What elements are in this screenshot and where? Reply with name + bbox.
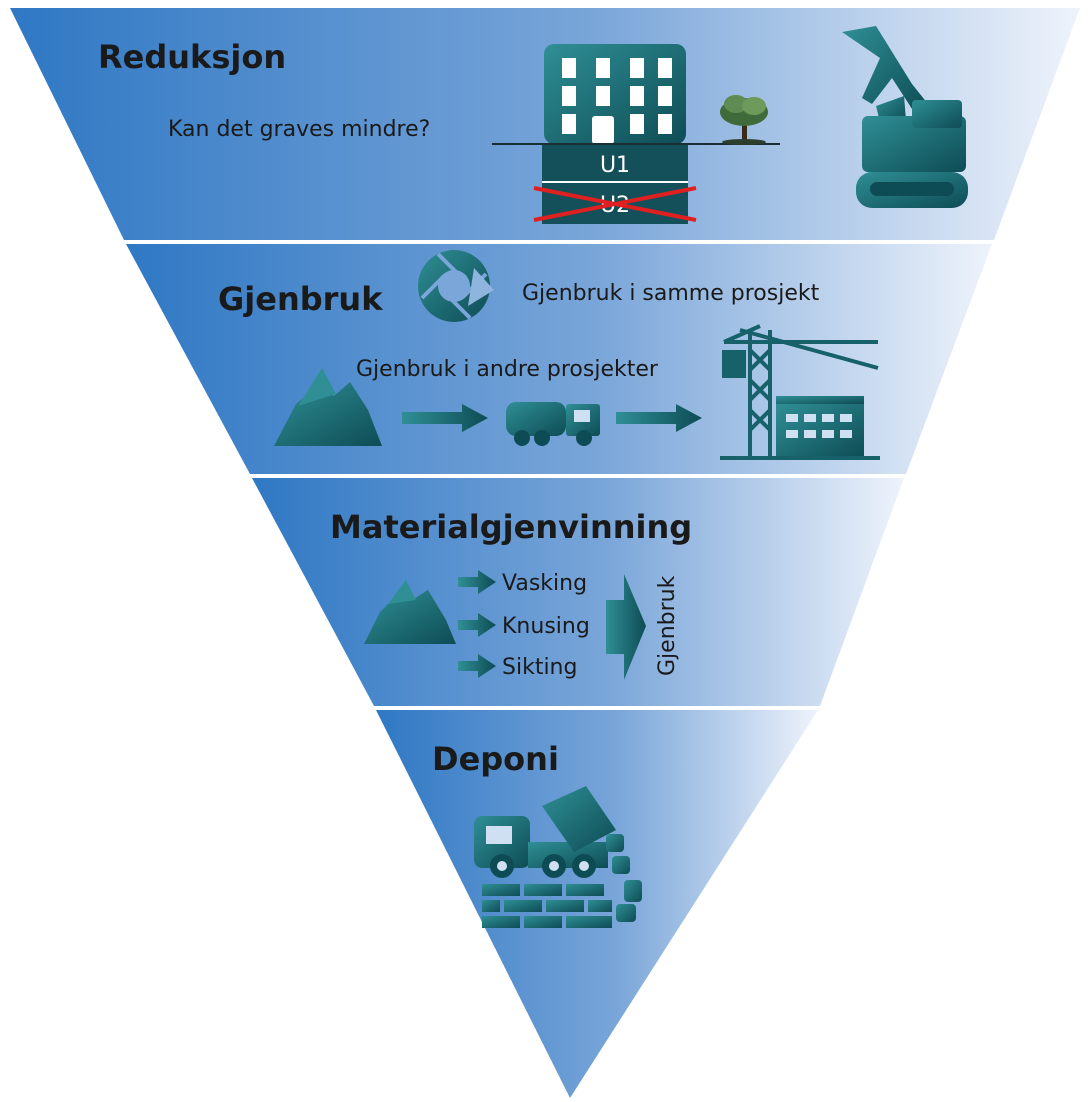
materialgjenvinning-title: Materialgjenvinning bbox=[330, 508, 692, 546]
arrow-icon bbox=[458, 570, 496, 678]
arrow-icon bbox=[616, 404, 702, 432]
crane-icon bbox=[722, 324, 879, 458]
arrow-icon bbox=[402, 404, 488, 432]
reduksjon-question: Kan det graves mindre? bbox=[168, 117, 430, 142]
gjenbruk-other-projects-label: Gjenbruk i andre prosjekter bbox=[356, 357, 659, 382]
process-step-vasking: Vasking bbox=[502, 571, 587, 596]
building-under-construction-icon bbox=[720, 396, 880, 460]
rock-pile-icon bbox=[274, 368, 382, 446]
big-arrow-icon bbox=[606, 574, 646, 680]
truck-icon bbox=[506, 402, 600, 446]
falling-blocks-icon bbox=[606, 834, 642, 922]
process-step-sikting: Sikting bbox=[502, 655, 577, 680]
rock-pile-icon bbox=[364, 580, 456, 644]
deponi-title: Deponi bbox=[432, 740, 559, 778]
basement-u1-label: U1 bbox=[600, 153, 630, 178]
recycle-icon bbox=[418, 250, 494, 322]
brick-wall-icon bbox=[482, 884, 612, 928]
cross-out-icon bbox=[533, 186, 697, 222]
tree-icon bbox=[720, 95, 768, 145]
dump-truck-icon bbox=[474, 786, 616, 878]
gjenbruk-title: Gjenbruk bbox=[218, 280, 383, 318]
gjenbruk-result-label: Gjenbruk bbox=[655, 575, 680, 676]
excavator-icon bbox=[842, 26, 968, 208]
reduksjon-title: Reduksjon bbox=[98, 38, 286, 76]
process-step-knusing: Knusing bbox=[502, 614, 590, 639]
gjenbruk-same-project-label: Gjenbruk i samme prosjekt bbox=[522, 281, 820, 306]
building-icon bbox=[492, 44, 780, 224]
band-materialgjenvinning bbox=[252, 478, 904, 706]
